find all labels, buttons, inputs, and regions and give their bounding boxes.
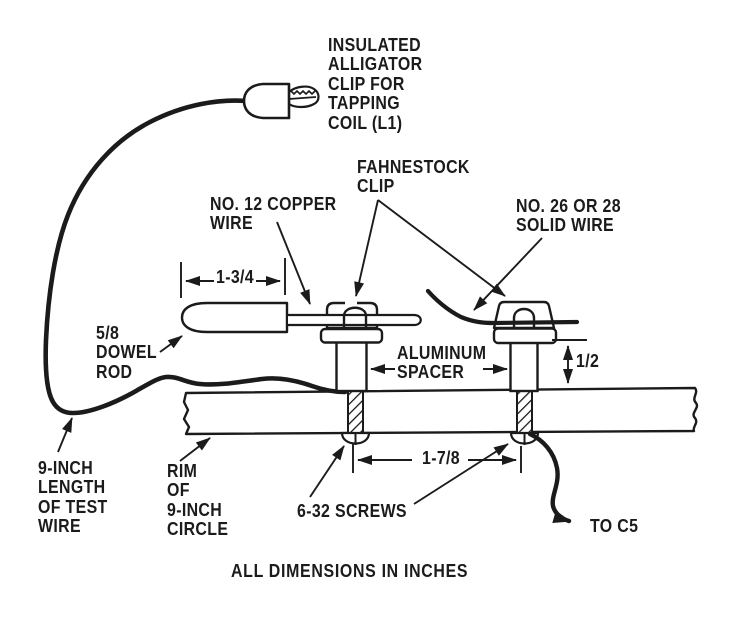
dim-label-screw-spacing: 1-7/8 [421,447,460,468]
label-dowel-rod: 5/8 DOWEL ROD [96,322,157,382]
copper-wire-rod [288,313,422,327]
leader-fahnestock-right [377,199,506,297]
test-wire-path [43,98,348,416]
leader-fahnestock-left [354,199,379,297]
label-fahnestock-clip: FAHNESTOCK CLIP [357,156,470,197]
dim-label-spacer-height: 1/2 [576,350,600,371]
label-alligator-clip: INSULATED ALLIGATOR CLIP FOR TAPPING COI… [328,34,423,133]
label-copper-wire: NO. 12 COPPER WIRE [210,193,337,234]
leader-screws-left [309,445,345,498]
left-base-plate [319,327,384,344]
right-clip-loop [512,307,536,328]
dim-spacer-height [552,339,587,384]
leader-dowel-rod [159,335,183,353]
rim-board [182,386,699,436]
leader-copper-wire [276,221,311,305]
dim-label-dowel-length: 1-3/4 [215,266,254,287]
leader-rim [179,437,211,462]
label-screws: 6-32 SCREWS [297,500,407,521]
solid-wire-curve [425,288,580,326]
label-aluminum-spacer: ALUMINUM SPACER [397,342,487,383]
leader-lines [57,199,543,505]
alligator-clip [242,82,320,120]
right-spacer [509,340,539,393]
dowel-rod-shape [180,301,289,334]
label-test-wire: 9-INCH LENGTH OF TEST WIRE [38,457,108,537]
right-base-plate [492,327,558,345]
label-to-c5: TO C5 [590,515,639,536]
dim-dowel-length [180,258,286,298]
label-solid-wire: NO. 26 OR 28 SOLID WIRE [516,195,621,236]
leader-test-wire [57,417,73,453]
leader-solid-wire [473,237,543,311]
dim-screw-spacing [352,444,522,473]
alligator-clip-boot [242,82,291,120]
left-spacer [335,340,368,393]
leader-screws-right [413,443,509,505]
to-c5-wire [527,431,572,524]
dimensions-note: ALL DIMENSIONS IN INCHES [231,560,469,581]
label-rim: RIM OF 9-INCH CIRCLE [167,460,229,540]
left-clip-loop [342,306,368,328]
